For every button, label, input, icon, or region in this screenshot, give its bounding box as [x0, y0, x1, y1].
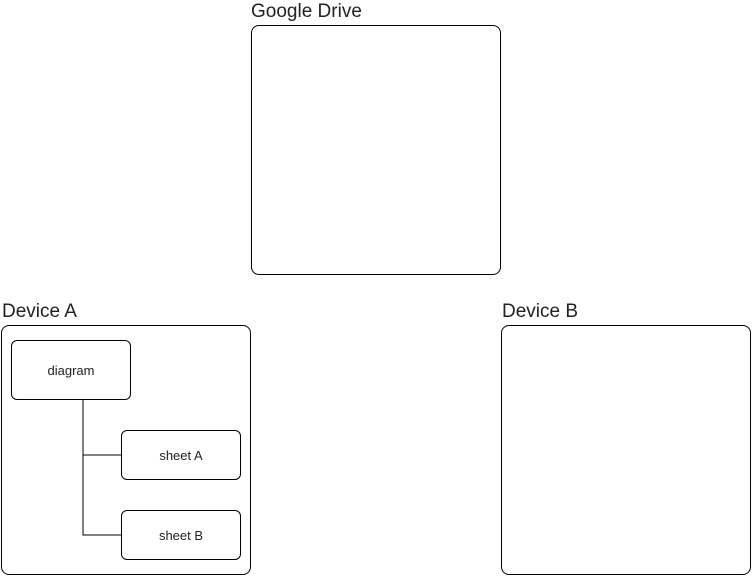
- node-sheet-b-label: sheet B: [158, 527, 204, 543]
- google-drive-container[interactable]: [251, 25, 501, 275]
- device-b-container[interactable]: [501, 325, 751, 575]
- node-sheet-a-label: sheet A: [159, 447, 203, 463]
- device-b-label: Device B: [502, 301, 579, 322]
- node-diagram-label: diagram: [47, 362, 95, 378]
- node-diagram[interactable]: diagram: [11, 340, 131, 400]
- device-a-label: Device A: [2, 301, 77, 322]
- node-sheet-a[interactable]: sheet A: [121, 430, 241, 480]
- node-sheet-b[interactable]: sheet B: [121, 510, 241, 560]
- google-drive-label: Google Drive: [251, 1, 362, 22]
